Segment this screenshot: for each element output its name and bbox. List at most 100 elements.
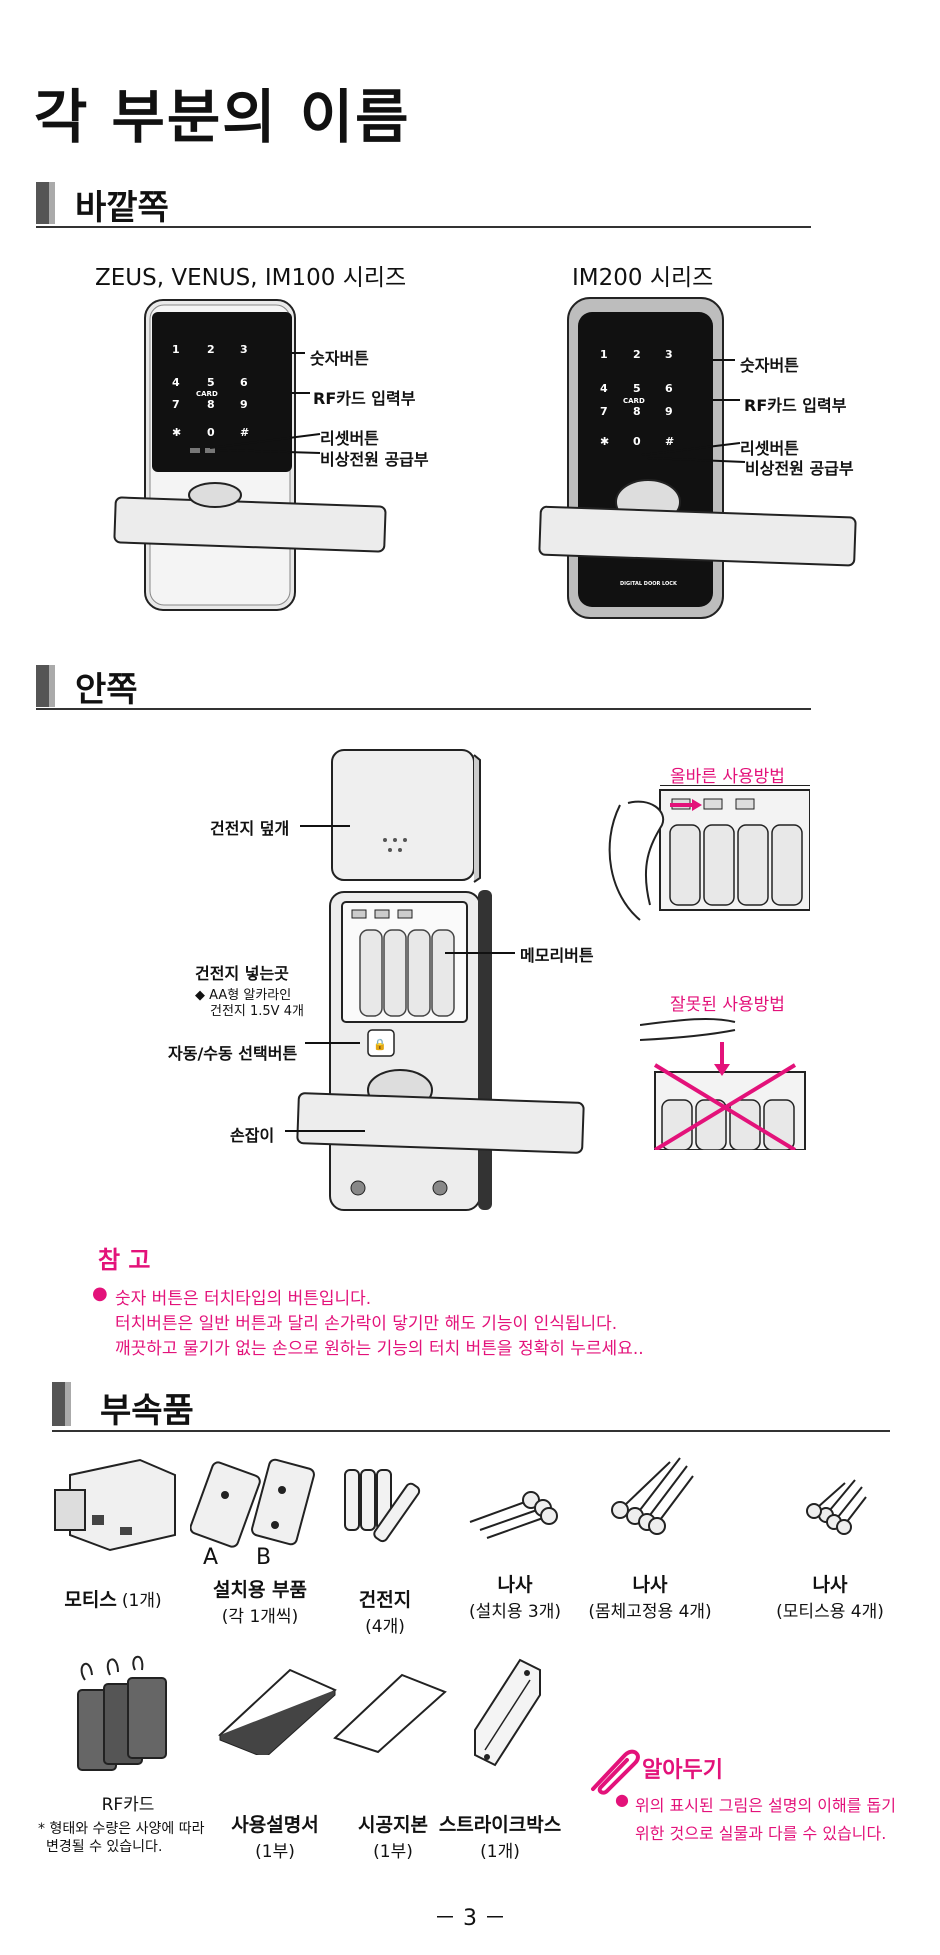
section-marker (36, 182, 55, 224)
correct-usage-illustration (608, 785, 810, 921)
accessory-strike-box: 스트라이크박스 (1개) (430, 1810, 570, 1862)
tip-line-1: 위의 표시된 그림은 설명의 이해를 돕기 (635, 1796, 896, 1815)
label-reset-button-right: 리셋버튼 (740, 439, 799, 458)
accessory-qty: (각 1개씩) (221, 1607, 299, 1627)
section-divider (36, 708, 811, 710)
svg-text:1: 1 (600, 348, 608, 361)
label-memory-button: 메모리버튼 (520, 946, 594, 965)
accessory-name: RF카드 (101, 1795, 155, 1815)
accessory-battery: 건전지 (4개) (340, 1585, 430, 1637)
label-handle: 손잡이 (230, 1126, 275, 1145)
install-parts-illustration (190, 1458, 315, 1548)
accessory-name: 스트라이크박스 (438, 1814, 562, 1836)
svg-text:CARD: CARD (196, 390, 218, 398)
accessory-screws-body: 나사 (몸체고정용 4개) (575, 1570, 725, 1622)
tip-line-2: 위한 것으로 실물과 다를 수 있습니다. (635, 1824, 887, 1843)
section-title-outside: 바깥쪽 (75, 188, 169, 228)
accessory-qty: (1부) (255, 1842, 295, 1862)
series-label-left: ZEUS, VENUS, IM100 시리즈 (95, 265, 407, 291)
accessory-name: 나사 (497, 1574, 533, 1596)
accessory-qty: (4개) (365, 1617, 405, 1637)
svg-text:✱: ✱ (600, 435, 609, 448)
svg-text:🔒: 🔒 (373, 1038, 387, 1051)
svg-text:DIGITAL DOOR LOCK: DIGITAL DOOR LOCK (620, 581, 678, 587)
label-wrong-usage: 잘못된 사용방법 (670, 995, 785, 1015)
svg-text:2: 2 (633, 348, 641, 361)
rf-card-note-1: * 형태와 수량은 사양에 따라 (38, 1821, 205, 1837)
accessory-qty: (몸체고정용 4개) (588, 1602, 712, 1622)
leader-line (300, 825, 350, 827)
svg-text:1: 1 (172, 343, 180, 356)
svg-text:0: 0 (633, 435, 641, 448)
paperclip-icon (591, 1749, 640, 1795)
tip-heading: 알아두기 (642, 1758, 723, 1783)
label-emergency-power-left: 비상전원 공급부 (320, 450, 429, 469)
part-mark-b: B (256, 1545, 272, 1570)
template-illustration (333, 1673, 447, 1754)
note-bullet-icon: ● (92, 1283, 108, 1304)
accessory-rf-card: RF카드 (58, 1790, 198, 1815)
rf-card-note-2: 변경될 수 있습니다. (46, 1839, 163, 1855)
svg-text:3: 3 (240, 343, 248, 356)
note-heading: 참 고 (98, 1246, 151, 1274)
section-divider (52, 1430, 890, 1432)
screws-body-illustration (611, 1457, 694, 1535)
label-number-button-left: 숫자버튼 (310, 349, 369, 368)
svg-text:#: # (240, 426, 249, 439)
note-line-2: 터치버튼은 일반 버튼과 달리 손가락이 닿기만 해도 기능이 인식됩니다. (115, 1314, 618, 1334)
label-emergency-power-right: 비상전원 공급부 (745, 459, 854, 478)
accessory-qty: (1부) (373, 1842, 413, 1862)
page-title: 각 부분의 이름 (34, 83, 411, 151)
section-marker (52, 1382, 71, 1426)
label-reset-button-left: 리셋버튼 (320, 429, 379, 448)
accessory-qty: (모티스용 4개) (776, 1602, 884, 1622)
part-mark-a: A (203, 1545, 219, 1570)
section-title-accessories: 부속품 (100, 1391, 194, 1431)
section-marker (36, 665, 55, 707)
manual-illustration (218, 1668, 337, 1755)
svg-text:9: 9 (240, 398, 248, 411)
battery-illustration (344, 1469, 421, 1543)
note-line-3: 깨끗하고 물기가 없는 손으로 원하는 기능의 터치 버튼을 정확히 누르세요.… (115, 1339, 644, 1359)
svg-text:3: 3 (665, 348, 673, 361)
accessory-name: 건전지 (358, 1589, 412, 1611)
svg-text:6: 6 (665, 382, 673, 395)
accessory-name: 시공지본 (358, 1814, 428, 1836)
svg-text:0: 0 (207, 426, 215, 439)
accessory-install-parts: 설치용 부품 (각 1개씩) (200, 1575, 320, 1627)
accessory-name: 설치용 부품 (212, 1579, 307, 1601)
svg-text:9: 9 (665, 405, 673, 418)
label-rf-card-left: RF카드 입력부 (313, 389, 416, 408)
accessory-mortise: 모티스 (1개) (58, 1585, 168, 1612)
accessory-name: 나사 (632, 1574, 668, 1596)
accessory-qty: (1개) (480, 1842, 520, 1862)
accessory-name: 나사 (812, 1574, 848, 1596)
accessory-name: 모티스 (64, 1589, 117, 1611)
svg-text:8: 8 (633, 405, 641, 418)
svg-text:#: # (665, 435, 674, 448)
leader-line (285, 1130, 365, 1132)
accessory-screws-install: 나사 (설치용 3개) (455, 1570, 575, 1622)
tip-bullet-icon: ● (615, 1790, 629, 1809)
svg-text:6: 6 (240, 376, 248, 389)
svg-text:2: 2 (207, 343, 215, 356)
svg-text:8: 8 (207, 398, 215, 411)
note-line-1: 숫자 버튼은 터치타입의 버튼입니다. (115, 1289, 372, 1309)
svg-text:7: 7 (172, 398, 180, 411)
svg-text:CARD: CARD (623, 397, 645, 405)
mortise-illustration (54, 1458, 176, 1552)
label-battery-note-1: ◆ AA형 알카라인 (195, 988, 292, 1003)
lock-illustration-im200: 1 2 3 4 5 6 7 8 9 ✱ 0 # CARD DIGITAL DOOR LOCK (538, 297, 857, 619)
svg-text:7: 7 (600, 405, 608, 418)
svg-text:4: 4 (600, 382, 608, 395)
wrong-usage-illustration (640, 1018, 806, 1150)
rf-card-illustration (77, 1655, 167, 1771)
svg-text:✱: ✱ (172, 426, 181, 439)
svg-text:5: 5 (633, 382, 641, 395)
label-correct-usage: 올바른 사용방법 (670, 767, 785, 787)
accessory-template: 시공지본 (1부) (343, 1810, 443, 1862)
lock-inside-illustration: 🔒 (296, 749, 585, 1211)
leader-line (445, 952, 515, 954)
label-rf-card-right: RF카드 입력부 (744, 396, 847, 415)
